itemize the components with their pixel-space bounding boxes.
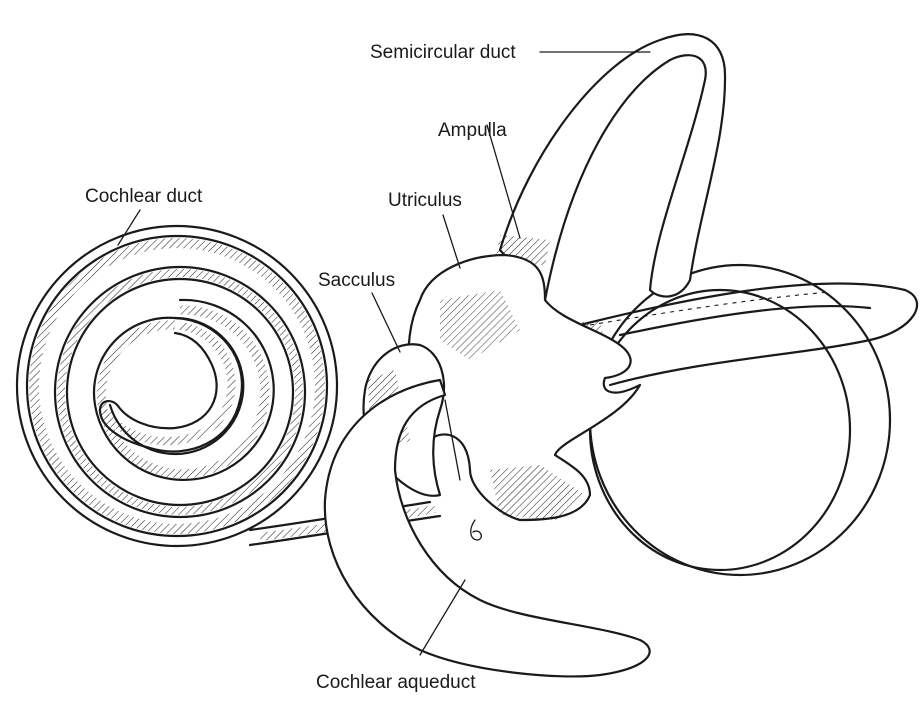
label-cochlear-aqueduct: Cochlear aqueduct: [316, 672, 476, 693]
leader-ampulla: [487, 125, 520, 238]
label-sacculus: Sacculus: [318, 270, 395, 291]
leader-utriculus: [443, 215, 460, 268]
superior-semicircular-duct: [495, 34, 725, 300]
label-cochlear-duct: Cochlear duct: [85, 186, 203, 207]
endolymphatic-twist: [471, 520, 482, 540]
posterior-loop-inner: [620, 306, 870, 335]
leader-sacculus: [372, 293, 400, 352]
posterior-loop-outline: [580, 283, 917, 385]
label-semicircular-duct: Semicircular duct: [370, 42, 516, 63]
cochlea-outer-hatch: [34, 243, 320, 529]
cochlea-outer-inner-wall: [27, 236, 327, 536]
posterior-canal-loop: [580, 283, 917, 385]
leader-cochlear-duct: [118, 210, 140, 245]
label-utriculus: Utriculus: [388, 190, 462, 211]
label-ampulla: Ampulla: [438, 120, 507, 141]
